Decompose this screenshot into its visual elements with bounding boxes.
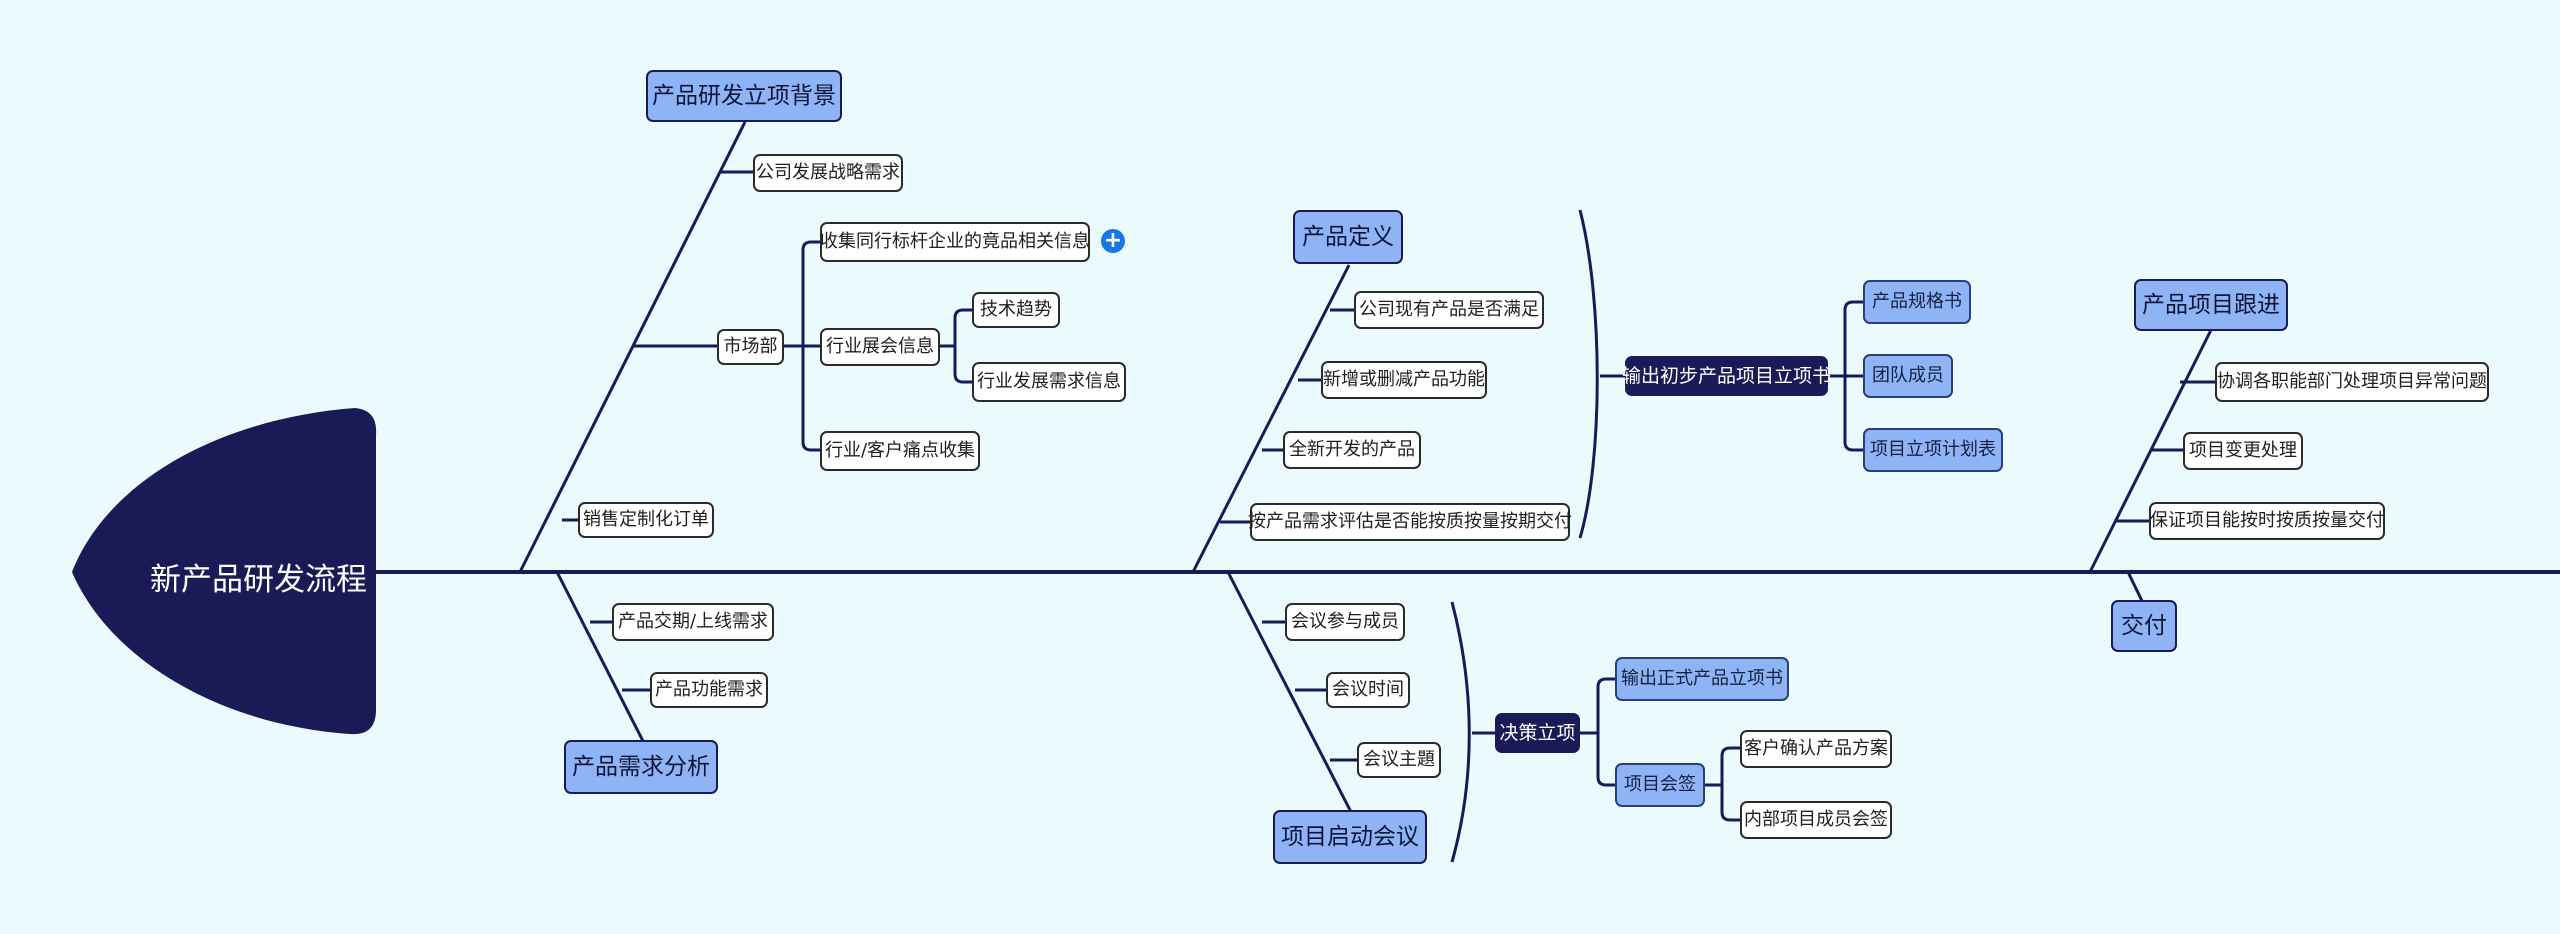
meeting-topic-node[interactable]: 会议主題 [1357,742,1441,778]
meeting-members-node[interactable]: 会议参与成员 [1285,603,1405,641]
product-spec-node[interactable]: 产品规格书 [1863,280,1971,324]
custom-orders-node[interactable]: 销售定制化订单 [578,502,714,538]
branch-definition-topic[interactable]: 产品定义 [1293,210,1403,264]
project-plan-node[interactable]: 项目立项计划表 [1863,428,2003,472]
expand-plus-icon[interactable]: + [1101,229,1125,253]
branch-tracking-topic[interactable]: 产品项目跟进 [2134,279,2288,331]
coordinate-issues-node[interactable]: 协调各职能部门处理项目异常问题 [2215,362,2489,402]
customer-confirm-node[interactable]: 客户确认产品方案 [1740,730,1892,768]
project-signoff-node[interactable]: 项目会签 [1615,763,1705,807]
quality-delivery-node[interactable]: 保证项目能按时按质按量交付 [2149,502,2385,540]
branch-kickoff-topic[interactable]: 项目启动会议 [1273,810,1427,864]
formal-proposal-node[interactable]: 输出正式产品立项书 [1615,657,1789,701]
evaluate-delivery-node[interactable]: 按产品需求评估是否能按质按量按期交付 [1248,503,1572,541]
diagram-title: 新产品研发流程 [150,562,367,598]
industry-needs-node[interactable]: 行业发展需求信息 [972,362,1126,402]
branch-requirements-topic[interactable]: 产品需求分析 [564,740,718,794]
delivery-need-node[interactable]: 产品交期/上线需求 [612,603,774,641]
function-need-node[interactable]: 产品功能需求 [650,672,768,708]
internal-signoff-node[interactable]: 内部项目成员会签 [1740,801,1892,839]
strategy-need-node[interactable]: 公司发展战略需求 [753,154,903,192]
preliminary-proposal-node[interactable]: 输出初步产品项目立项书 [1622,356,1831,396]
branch-background-topic[interactable]: 产品研发立项背景 [646,70,842,122]
existing-product-node[interactable]: 公司现有产品是否满足 [1354,291,1544,329]
team-members-node[interactable]: 团队成员 [1863,354,1953,398]
change-handling-node[interactable]: 项目变更处理 [2183,432,2303,470]
add-remove-function-node[interactable]: 新增或删减产品功能 [1321,361,1487,399]
market-dept-node[interactable]: 市场部 [717,329,784,365]
meeting-time-node[interactable]: 会议时间 [1326,672,1410,708]
expo-info-node[interactable]: 行业展会信息 [820,328,940,366]
pain-points-node[interactable]: 行业/客户痛点收集 [820,431,980,471]
branch-delivery-topic[interactable]: 交付 [2111,600,2177,652]
decision-node[interactable]: 决策立项 [1495,713,1580,753]
competitor-info-node[interactable]: 收集同行标杆企业的竟品相关信息 [820,222,1090,262]
new-product-node[interactable]: 全新开发的产品 [1283,431,1421,469]
tech-trend-node[interactable]: 技术趋势 [972,292,1060,328]
fish-head [72,408,377,735]
